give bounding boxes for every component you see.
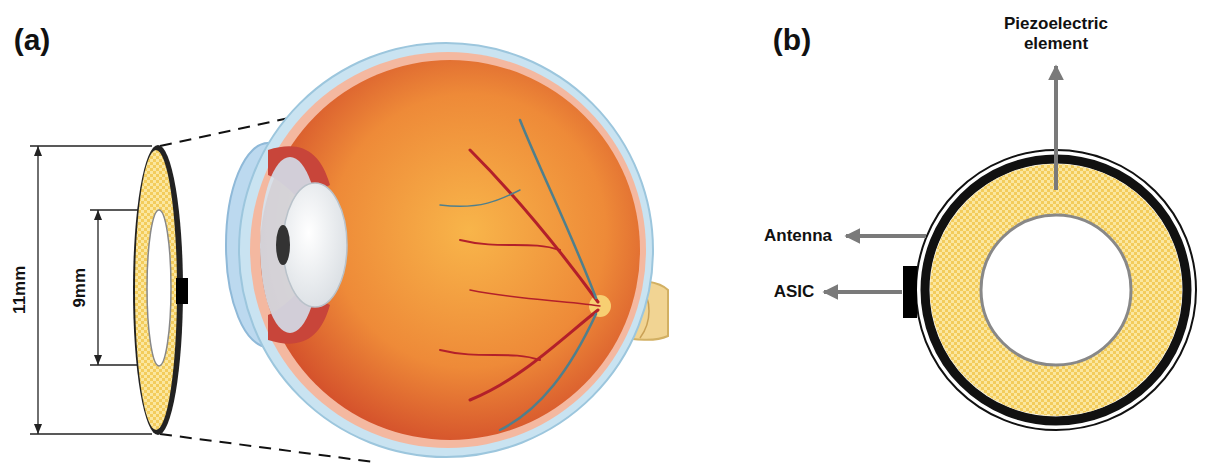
dimension-label: 11mm: [10, 266, 30, 314]
part-label: Antenna: [764, 226, 832, 246]
ring-side-view-part: [135, 150, 177, 430]
ring-front-view-part: [925, 159, 1187, 421]
eye-illustration-part: [276, 225, 290, 265]
eye-illustration: [226, 43, 668, 457]
pointer-arrows-part: [846, 234, 926, 238]
blood-vessels: [440, 120, 600, 430]
dimension-lines-part: [37, 146, 38, 434]
panel-letter: (b): [773, 23, 811, 58]
part-label: ASIC: [774, 282, 815, 302]
ring-front-view-part: [903, 266, 917, 318]
ring-front-view: [903, 150, 1196, 430]
ring-side-view-part: [176, 278, 188, 304]
blood-vessels-part: [470, 290, 600, 306]
blood-vessels-part: [520, 120, 596, 298]
eye-illustration-part: [250, 52, 646, 448]
dimension-lines-part: [97, 210, 98, 365]
blood-vessels-part: [500, 314, 596, 430]
ring-front-view-part: [981, 215, 1131, 365]
ring-front-view-part: [930, 164, 1182, 416]
eye-illustration-part: [260, 60, 640, 440]
pointer-arrows-part: [824, 290, 902, 294]
blood-vessels-part: [470, 150, 598, 302]
eye-illustration-part: [283, 183, 347, 307]
ring-side-view: [133, 145, 188, 435]
panel-letter: (a): [14, 23, 51, 58]
dimension-lines-part: [30, 145, 152, 146]
ring-side-view-part: [147, 210, 171, 366]
projection-lines-part: [160, 434, 374, 462]
pointer-arrows: [824, 66, 1056, 292]
dimension-lines-part: [30, 433, 152, 434]
pointer-arrows-part: [1054, 66, 1058, 190]
blood-vessels-part: [440, 350, 540, 360]
ring-front-view-part: [916, 150, 1196, 430]
eye-illustration-part: [239, 43, 653, 457]
blood-vessels-part: [440, 190, 520, 206]
dimension-label: 9mm: [70, 268, 90, 308]
blood-vessels-part: [460, 240, 560, 250]
ring-side-view-part: [133, 145, 183, 435]
part-label: Piezoelectric element: [991, 14, 1121, 53]
